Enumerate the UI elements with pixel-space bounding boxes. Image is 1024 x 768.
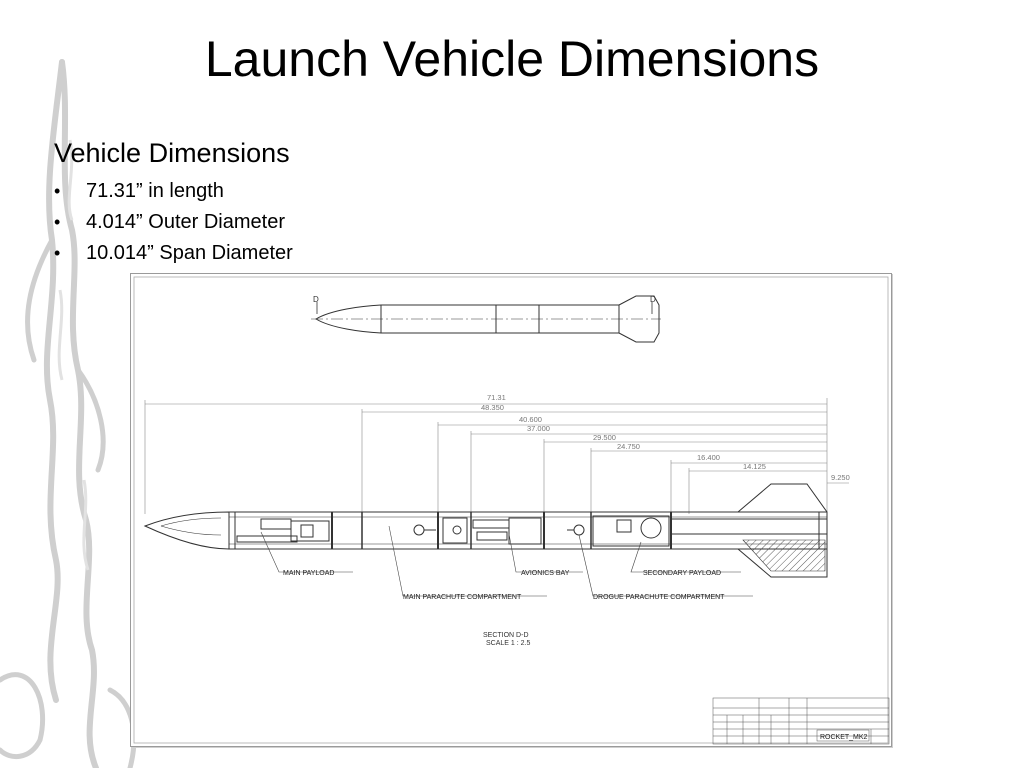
rocket-section-view [143, 483, 828, 578]
sheet-border [133, 276, 889, 744]
section-caption: SECTION D-D [483, 632, 529, 639]
background-rocket-sketch [0, 59, 137, 768]
title-block-drawing-name: ROCKET_MK2 [820, 734, 868, 741]
dimension-14: 14.125 [743, 462, 766, 471]
callout-secondary-payload: SECONDARY PAYLOAD [643, 570, 721, 577]
callout-main-payload: MAIN PAYLOAD [283, 570, 334, 577]
dimension-9: 9.250 [831, 473, 850, 482]
dimension-40: 40.600 [519, 415, 542, 424]
bullet-item-span-diameter: • 10.014” Span Diameter [54, 238, 293, 269]
callout-avionics-bay: AVIONICS BAY [521, 570, 570, 577]
dimension-48: 48.350 [481, 403, 504, 412]
dimension-bullet-list: • 71.31” in length • 4.014” Outer Diameter… [54, 176, 293, 269]
scale-caption: SCALE 1 : 2.5 [486, 640, 530, 647]
dimension-29: 29.500 [593, 433, 616, 442]
dimension-overall: 71.31 [487, 393, 506, 402]
callout-drogue-parachute: DROGUE PARACHUTE COMPARTMENT [593, 594, 725, 601]
vehicle-dimensions-heading: Vehicle Dimensions [54, 138, 290, 168]
bullet-dot-icon: • [54, 181, 61, 201]
rocket-side-view [311, 295, 661, 343]
bullet-text-length: 71.31” in length [86, 180, 224, 202]
title-block [712, 697, 890, 745]
dimension-24: 24.750 [617, 442, 640, 451]
callout-main-parachute: MAIN PARACHUTE COMPARTMENT [403, 594, 522, 601]
dimension-16: 16.400 [697, 453, 720, 462]
bullet-dot-icon: • [54, 212, 61, 232]
engineering-drawing: D D 71.31 48.350 40.600 37.000 29. [130, 273, 892, 747]
dimension-lines [144, 398, 849, 514]
fin-hatch-section [742, 539, 826, 572]
bullet-text-span-diameter: 10.014” Span Diameter [86, 242, 293, 264]
bullet-text-outer-diameter: 4.014” Outer Diameter [86, 211, 285, 233]
bullet-item-length: • 71.31” in length [54, 176, 293, 207]
section-marker-right: D [650, 295, 656, 304]
rocket-drawing-svg: D D 71.31 48.350 40.600 37.000 29. [133, 276, 890, 745]
slide-title: Launch Vehicle Dimensions [204, 31, 820, 87]
bullet-item-outer-diameter: • 4.014” Outer Diameter [54, 207, 293, 238]
callout-leaders [260, 525, 753, 597]
bullet-dot-icon: • [54, 243, 61, 263]
section-marker-left: D [313, 295, 319, 304]
dimension-37: 37.000 [527, 424, 550, 433]
